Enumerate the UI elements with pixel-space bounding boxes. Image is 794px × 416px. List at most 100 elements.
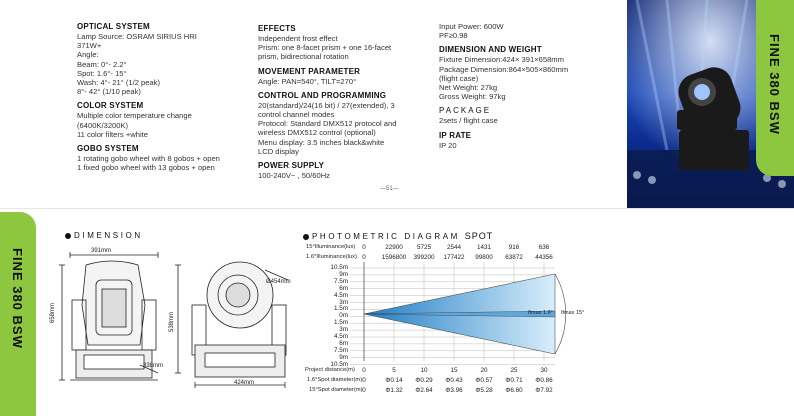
dia16-value: Φ0.29 xyxy=(415,376,433,384)
lux15-value: 2544 xyxy=(446,243,461,251)
lux16-value: 99800 xyxy=(475,253,493,261)
lux16-value: 399200 xyxy=(413,253,435,261)
y-axis-label: 9m xyxy=(339,270,348,278)
width-side-label: 424mm xyxy=(234,380,255,386)
spec-lines: Multiple color temperature change (6400K… xyxy=(77,111,192,139)
zero-value: 0 xyxy=(362,386,366,394)
y-axis-label: 9m xyxy=(339,353,348,361)
row-label-dia15: 15°Spot diameter(m) xyxy=(309,387,363,393)
spec-heading: EFFECTS xyxy=(258,24,296,33)
spec-lines: 1 rotating gobo wheel with 8 gobos + ope… xyxy=(77,154,220,173)
product-tab-bottom: FINE 380 BSW xyxy=(0,212,36,416)
spec-lines: IP 20 xyxy=(439,140,457,150)
spec-lines: Angle: PAN=540°, TILT=270° xyxy=(258,76,357,86)
lux16-value: 177422 xyxy=(443,253,465,261)
dimension-drawing xyxy=(59,252,289,388)
spec-lines: 100-240V~ , 50/60Hz xyxy=(258,171,330,181)
spec-lines: 2sets / flight case xyxy=(439,116,498,126)
lux15-value: 916 xyxy=(508,243,520,251)
y-axis-label: 6m xyxy=(339,339,348,347)
spec-lines: Independent frost effect Prism: one 8-fa… xyxy=(258,34,392,62)
spec-heading: IP RATE xyxy=(439,130,472,140)
lux15-value: 5725 xyxy=(416,243,431,251)
product-tab-label: FINE 380 BSW xyxy=(767,34,782,135)
spec-lines: Lamp Source: OSRAM SIRIUS HRI 371W+ Angl… xyxy=(77,32,197,97)
y-axis-label: 1.5m xyxy=(334,305,348,313)
zero-value: 0 xyxy=(362,376,366,384)
spec-intro: Input Power: 600W PF≥0.98 xyxy=(439,22,504,41)
width-front-label: 391mm xyxy=(91,248,112,254)
bullet-dot-icon xyxy=(303,233,309,240)
distance-value: 30 xyxy=(540,366,548,374)
depth-base-label: 338mm xyxy=(143,363,164,369)
y-axis-label: 7.5m xyxy=(334,346,348,354)
spec-heading: OPTICAL SYSTEM xyxy=(77,22,150,31)
y-axis-label: 6m xyxy=(339,284,348,292)
bullet-dot-icon xyxy=(65,232,71,239)
y-axis-label: 10.5m xyxy=(330,264,348,271)
spec-heading: PACKAGE xyxy=(439,106,492,116)
spec-heading: CONTROL AND PROGRAMMING xyxy=(258,90,387,100)
row-label-distance: Project distance(m) xyxy=(305,367,355,373)
zero-value: 0 xyxy=(362,243,366,251)
page-number: —51— xyxy=(380,186,399,192)
photometric-title: PHOTOMETRIC DIAGRAM SPOT xyxy=(303,231,493,241)
lux16-value: 1596800 xyxy=(381,253,407,261)
dia15-value: Φ7.92 xyxy=(535,386,553,394)
product-tab-label-bottom: FINE 380 BSW xyxy=(10,248,25,349)
dia15-value: Φ6.60 xyxy=(505,386,523,394)
dia15-value: Φ5.28 xyxy=(475,386,493,394)
beam-core xyxy=(363,310,556,318)
section-divider xyxy=(0,208,794,209)
lux16-value: 44356 xyxy=(535,253,553,261)
head-diameter-label: Ø454mm xyxy=(266,279,291,285)
dia16-value: Φ0.14 xyxy=(385,376,403,384)
spec-lines: 20(standard)/24(16 bit) / 27(extended), … xyxy=(258,100,397,156)
spec-heading: MOVEMENT PARAMETER xyxy=(258,66,361,76)
theta-inner-label: θmax 1.6° xyxy=(528,310,553,316)
spec-heading: GOBO SYSTEM xyxy=(77,144,139,154)
distance-value: 25 xyxy=(510,366,518,374)
dimension-title: DIMENSION xyxy=(65,231,143,240)
lux16-value: 63872 xyxy=(505,253,523,261)
distance-value: 15 xyxy=(450,366,458,374)
zero-value: 0 xyxy=(362,253,366,261)
y-axis-label: 7.5m xyxy=(334,277,348,285)
y-axis-label: 1.5m xyxy=(334,319,348,327)
dia15-value: Φ1.32 xyxy=(385,386,403,394)
y-axis-label: 3m xyxy=(339,326,348,334)
spec-heading: DIMENSION AND WEIGHT xyxy=(439,45,542,55)
lux15-value: 636 xyxy=(538,243,550,251)
row-label-lux15: 15°Illuminance(lux) xyxy=(306,244,356,250)
dia15-value: Φ2.64 xyxy=(415,386,433,394)
y-axis-label: 3m xyxy=(339,298,348,306)
dia16-value: Φ0.71 xyxy=(505,376,523,384)
row-label-lux16: 1.6°Illuminance(lux) xyxy=(306,254,357,260)
product-tab-top: FINE 380 BSW xyxy=(756,0,794,176)
dia16-value: Φ0.43 xyxy=(445,376,463,384)
dia16-value: Φ0.57 xyxy=(475,376,493,384)
zero-value: 0 xyxy=(362,366,366,374)
lux15-value: 22900 xyxy=(385,243,403,251)
distance-value: 5 xyxy=(392,366,396,374)
spec-heading: POWER SUPPLY xyxy=(258,161,325,171)
y-axis-label: 4.5m xyxy=(334,333,348,340)
photometric-title-text: PHOTOMETRIC DIAGRAM xyxy=(312,232,460,241)
spec-lines: Fixture Dimension:424× 391×658mm Package… xyxy=(439,55,569,102)
distance-value: 10 xyxy=(420,366,428,374)
beam-arc xyxy=(554,273,567,355)
y-axis-label: 10.5m xyxy=(330,360,348,368)
dimension-title-text: DIMENSION xyxy=(74,231,143,240)
row-label-dia16: 1.6°Spot diameter(m) xyxy=(307,377,363,383)
distance-value: 20 xyxy=(480,366,488,374)
photometric-mode: SPOT xyxy=(464,231,494,241)
dia16-value: Φ0.86 xyxy=(535,376,553,384)
dia15-value: Φ3.96 xyxy=(445,386,463,394)
spec-heading: COLOR SYSTEM xyxy=(77,101,144,111)
y-axis-label: 4.5m xyxy=(334,291,348,299)
